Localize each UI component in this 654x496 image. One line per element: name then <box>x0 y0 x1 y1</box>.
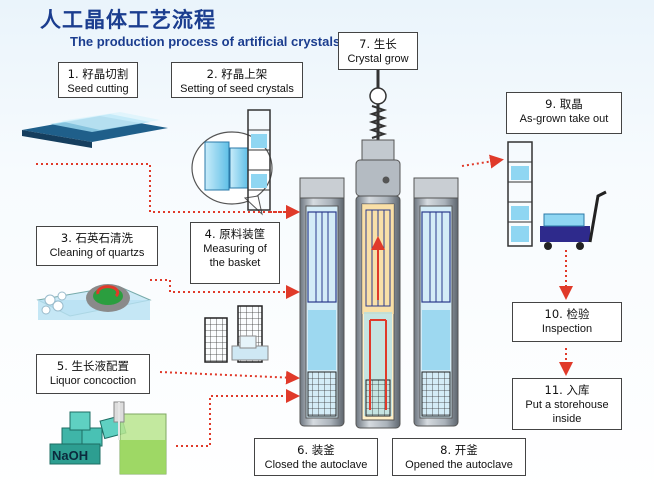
baskets-illustration <box>204 305 269 363</box>
step-seed-setting: 2. 籽晶上架 Setting of seed crystals <box>171 62 303 98</box>
step-closed-autoclave-cn: 6. 装釜 <box>297 443 335 457</box>
step-take-out-cn: 9. 取晶 <box>545 97 583 111</box>
step-quartz-cleaning-en: Cleaning of quartzs <box>49 247 145 259</box>
step-seed-cutting-en: Seed cutting <box>67 83 129 95</box>
naoh-beaker-illustration <box>49 401 167 475</box>
autoclave-left <box>299 177 345 427</box>
step-inspection-en: Inspection <box>541 323 593 335</box>
autoclave-middle <box>355 70 401 429</box>
step-opened-autoclave-en: Opened the autoclave <box>405 459 513 471</box>
step-storehouse-en-1: Put a storehouse <box>525 399 609 411</box>
title-chinese: 人工晶体工艺流程 <box>40 8 216 32</box>
seed-plates-illustration <box>22 112 168 148</box>
step-seed-cutting-cn: 1. 籽晶切割 <box>67 67 129 81</box>
step-storehouse: 11. 入库 Put a storehouse inside <box>512 378 622 430</box>
step-basket-measuring-en-2: the basket <box>209 257 261 269</box>
step-seed-cutting: 1. 籽晶切割 Seed cutting <box>58 62 138 98</box>
flow-arrows <box>36 154 573 447</box>
autoclave-right <box>413 177 459 427</box>
step-crystal-grow-cn: 7. 生长 <box>359 37 397 51</box>
step-inspection: 10. 检验 Inspection <box>512 302 622 342</box>
step-quartz-cleaning-cn: 3. 石英石清洗 <box>60 231 134 245</box>
step-seed-setting-cn: 2. 籽晶上架 <box>206 67 268 81</box>
step-liquor-concoction: 5. 生长液配置 Liquor concoction <box>36 354 150 394</box>
step-storehouse-en-2: inside <box>552 413 582 425</box>
step-storehouse-cn: 11. 入库 <box>544 383 590 397</box>
step-closed-autoclave: 6. 装釜 Closed the autoclave <box>254 438 378 476</box>
title-english: The production process of artificial cry… <box>70 34 341 49</box>
cleaning-tank-illustration <box>36 284 152 320</box>
step-inspection-cn: 10. 检验 <box>544 307 590 321</box>
cart-illustration <box>540 190 607 250</box>
step-take-out: 9. 取晶 As-grown take out <box>506 92 622 134</box>
step-basket-measuring: 4. 原料装筐 Measuring of the basket <box>190 222 280 284</box>
step-liquor-concoction-en: Liquor concoction <box>49 375 137 387</box>
takeout-rack-illustration <box>507 141 533 247</box>
step-take-out-en: As-grown take out <box>519 113 609 125</box>
step-seed-setting-en: Setting of seed crystals <box>180 83 294 95</box>
step-opened-autoclave-cn: 8. 开釜 <box>440 443 478 457</box>
naoh-label: NaOH <box>52 448 89 463</box>
step-basket-measuring-cn: 4. 原料装筐 <box>204 227 266 241</box>
step-basket-measuring-en-1: Measuring of <box>203 243 267 255</box>
step-closed-autoclave-en: Closed the autoclave <box>264 459 368 471</box>
seed-rack-illustration <box>191 109 273 216</box>
step-liquor-concoction-cn: 5. 生长液配置 <box>56 359 130 373</box>
step-crystal-grow-en: Crystal grow <box>347 53 409 65</box>
step-opened-autoclave: 8. 开釜 Opened the autoclave <box>392 438 526 476</box>
step-quartz-cleaning: 3. 石英石清洗 Cleaning of quartzs <box>36 226 158 266</box>
step-crystal-grow: 7. 生长 Crystal grow <box>338 32 418 70</box>
